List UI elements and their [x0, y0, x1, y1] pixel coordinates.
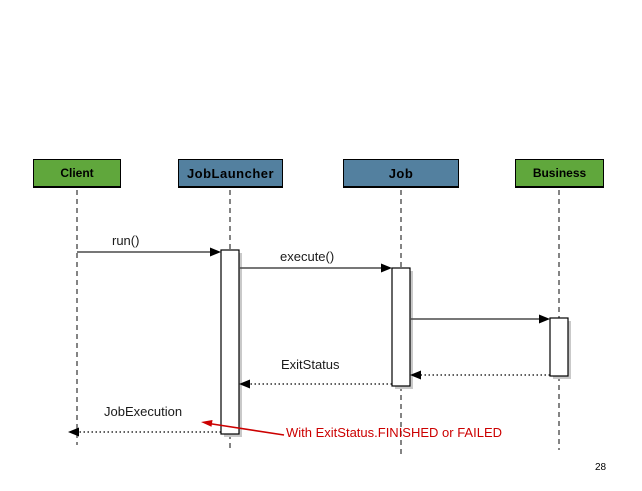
message-label-exitstatus: ExitStatus [281, 357, 340, 372]
actor-joblauncher-label: JobLauncher [186, 165, 275, 181]
annotation-arrow [201, 420, 285, 436]
arrow-business-return [410, 370, 550, 380]
return-arrows [68, 370, 550, 437]
activation-bars [220, 249, 571, 437]
arrow-job-to-business [410, 314, 550, 324]
arrow-jobexecution [68, 427, 221, 437]
page-number: 28 [595, 462, 607, 473]
arrow-exitstatus [239, 379, 392, 389]
arrow-execute [239, 263, 392, 273]
call-arrows [77, 247, 550, 324]
actor-job-label: Job [388, 165, 414, 181]
message-label-jobexecution: JobExecution [104, 404, 183, 419]
activation-bar-joblauncher [220, 249, 240, 435]
annotation-text: With ExitStatus.FINISHED or FAILED [286, 425, 502, 440]
actor-client-label: Client [60, 166, 94, 180]
activation-bar-business [549, 317, 569, 377]
arrow-run [77, 247, 221, 257]
message-label-run: run() [112, 233, 140, 248]
activation-bar-job [391, 267, 411, 387]
actor-client: Client [33, 159, 121, 188]
actor-job: Job [343, 159, 459, 188]
actor-business: Business [515, 159, 604, 188]
message-label-execute: execute() [280, 249, 335, 264]
actor-business-label: Business [532, 166, 587, 180]
actor-joblauncher: JobLauncher [178, 159, 283, 188]
lifelines [76, 190, 560, 455]
